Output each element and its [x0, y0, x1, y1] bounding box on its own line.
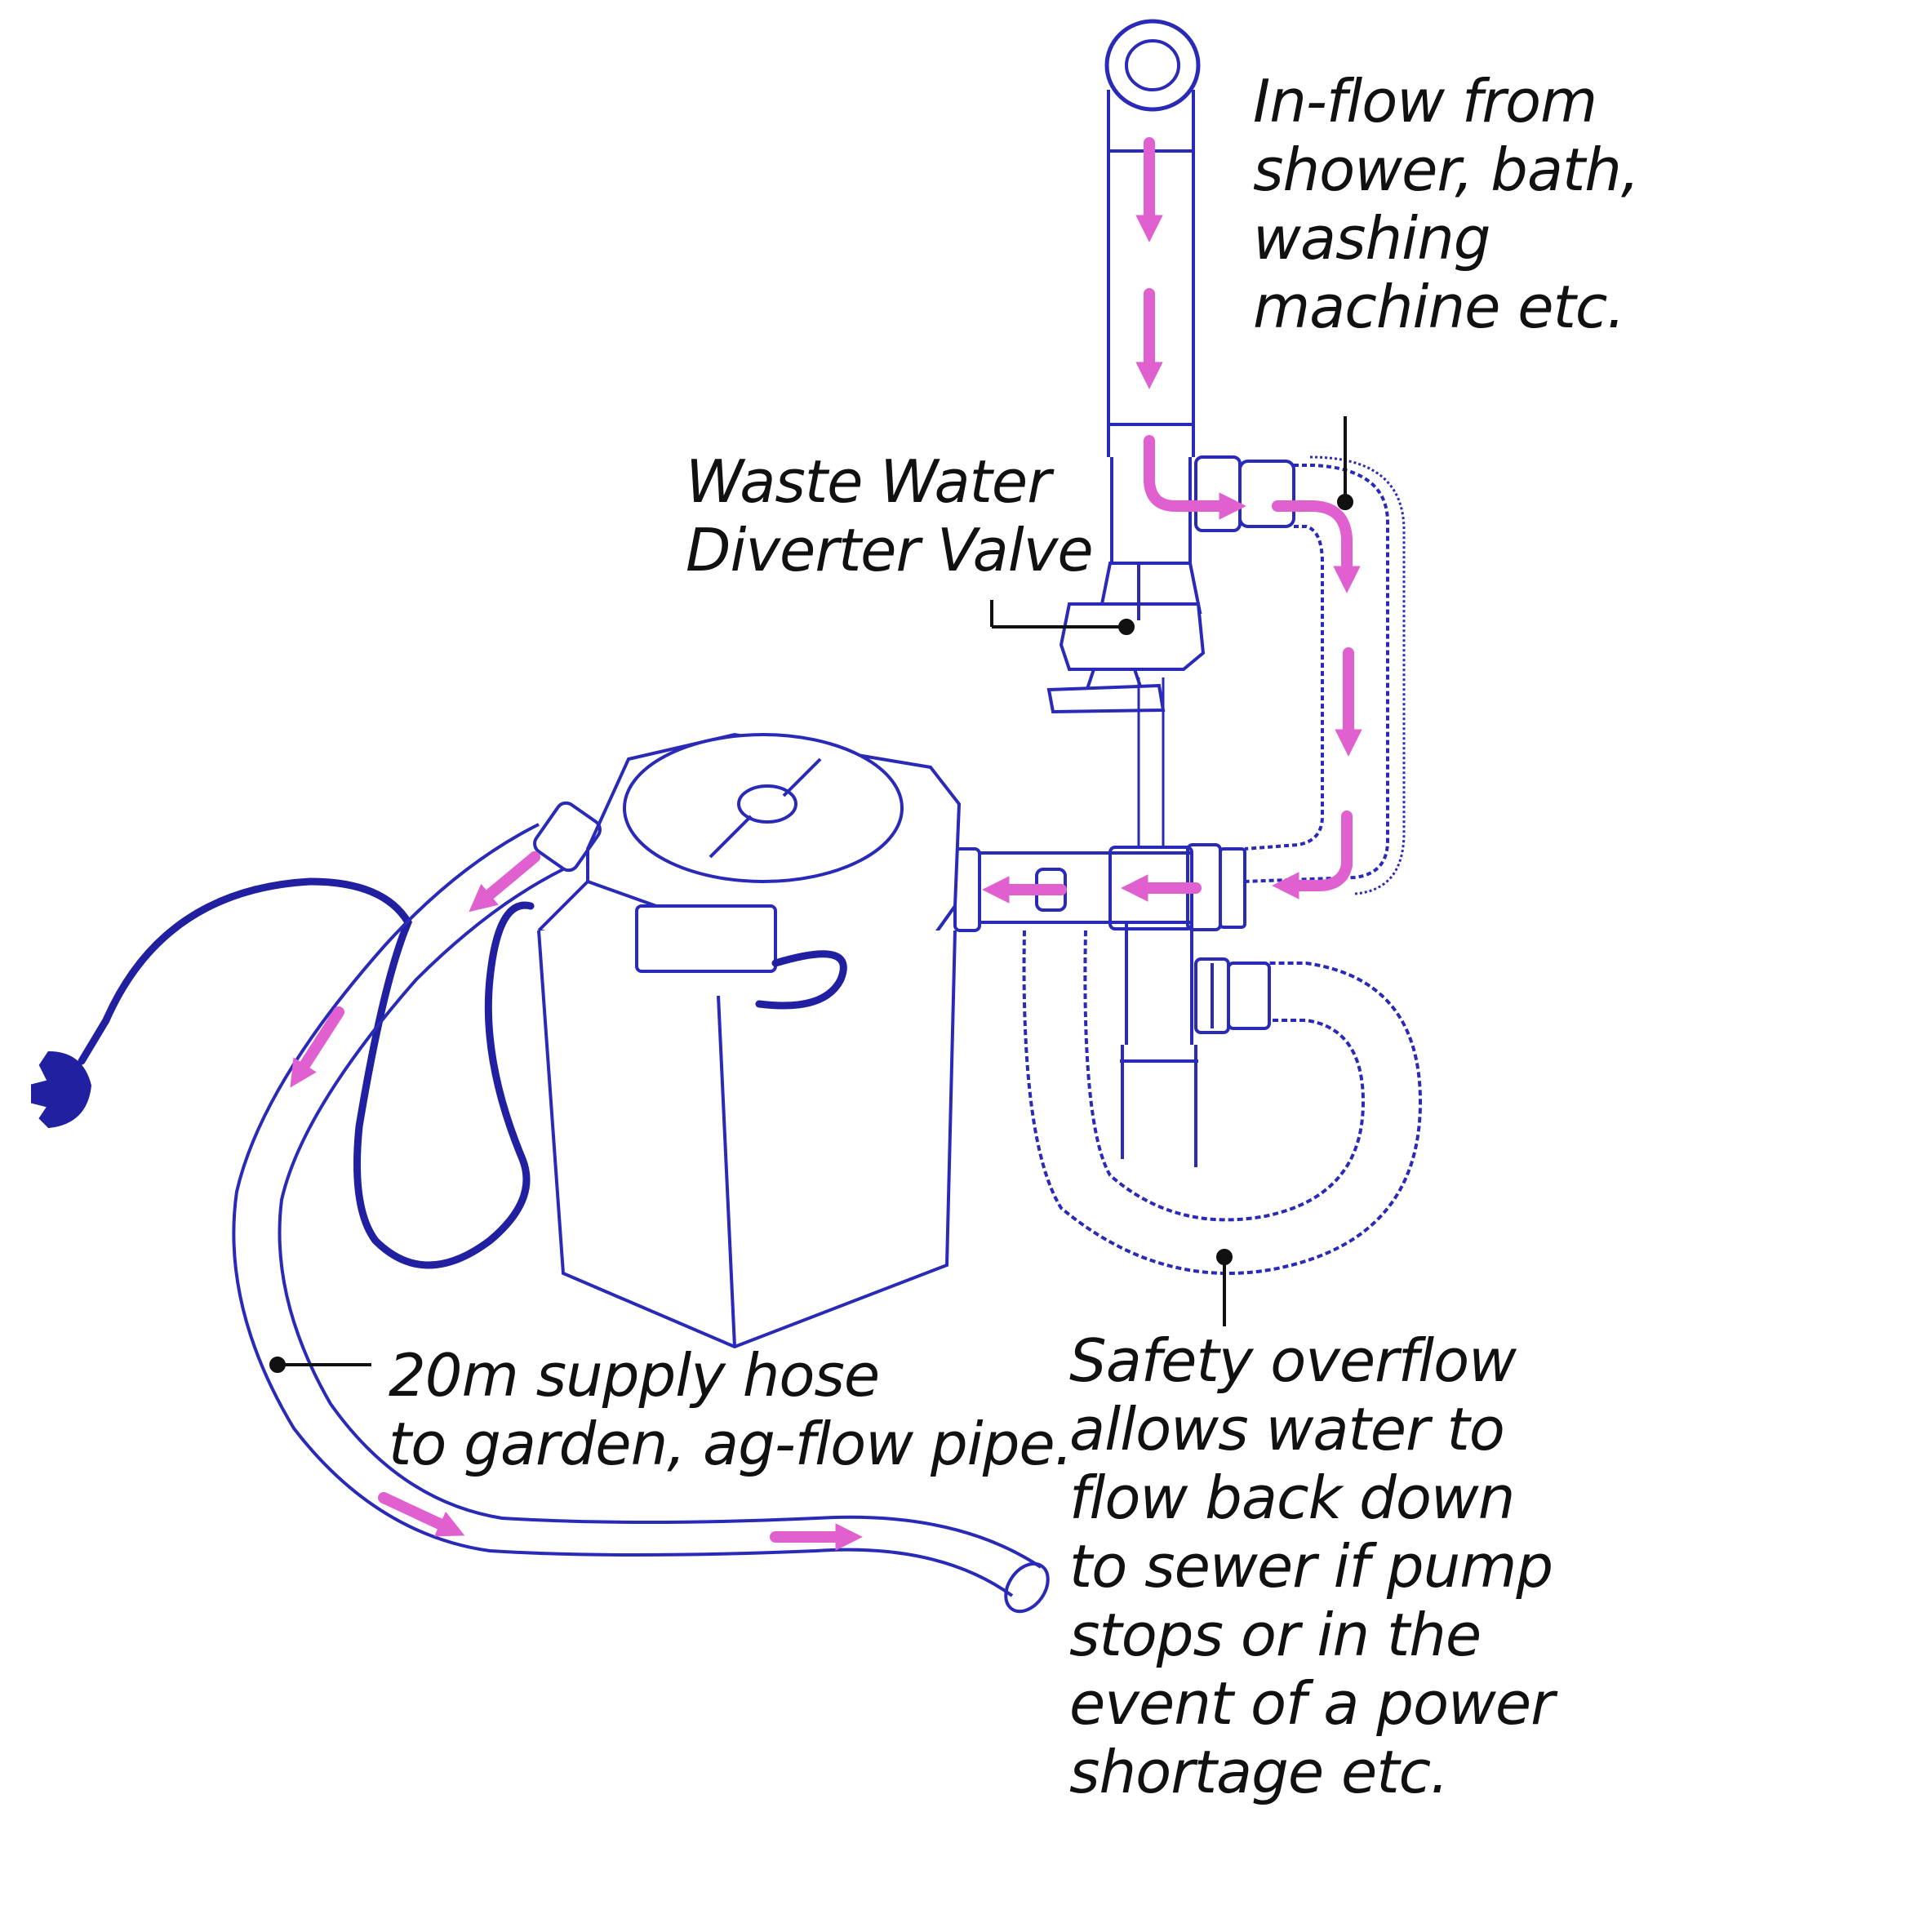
pump-unit [537, 732, 962, 1349]
flow-arrow [1272, 500, 1361, 593]
leader-hose [269, 1357, 371, 1373]
leader-inflow [1337, 416, 1353, 510]
flow-arrow [1272, 811, 1353, 899]
label-line: machine etc. [1253, 273, 1625, 341]
label-line: Diverter Valve [686, 516, 1094, 584]
plug-icon [31, 1050, 92, 1129]
label-inflow: In-flow from shower, bath, washing machi… [1253, 67, 1640, 341]
label-line: Waste Water [686, 447, 1051, 516]
label-line: event of a power [1069, 1669, 1555, 1738]
flow-arrows [290, 137, 1362, 1551]
flow-arrow [378, 1492, 465, 1537]
label-line: In-flow from [1253, 67, 1597, 135]
overflow-coupling [1194, 957, 1271, 1034]
diverter-valve [1046, 562, 1206, 849]
flow-arrow [290, 1006, 344, 1088]
label-line: to garden, ag-flow pipe. [389, 1410, 1073, 1478]
sewer-standpipe [1120, 922, 1198, 1167]
bypass-hose [1194, 455, 1406, 895]
label-supply-hose: 20m supply hose to garden, ag-flow pipe. [389, 1341, 1073, 1478]
label-line: allows water to [1069, 1395, 1505, 1463]
overflow-hose [1022, 930, 1423, 1275]
label-diverter-valve: Waste Water Diverter Valve [686, 447, 1094, 584]
label-line: flow back down [1069, 1463, 1515, 1532]
leader-lines [269, 416, 1353, 1373]
leader-valve [990, 600, 1135, 635]
label-line: washing [1253, 204, 1490, 273]
flow-arrow [1144, 435, 1246, 520]
label-line: to sewer if pump [1069, 1532, 1553, 1601]
power-cord [78, 877, 847, 1269]
leader-overflow [1216, 1249, 1233, 1326]
label-safety-overflow: Safety overflow allows water to flow bac… [1069, 1326, 1555, 1806]
label-line: shower, bath, [1253, 135, 1640, 204]
label-line: Safety overflow [1069, 1326, 1517, 1395]
label-line: shortage etc. [1069, 1738, 1449, 1806]
label-line: stops or in the [1069, 1601, 1482, 1669]
flow-arrow [469, 851, 540, 913]
supply-hose [232, 801, 1050, 1614]
label-line: 20m supply hose [389, 1341, 880, 1410]
